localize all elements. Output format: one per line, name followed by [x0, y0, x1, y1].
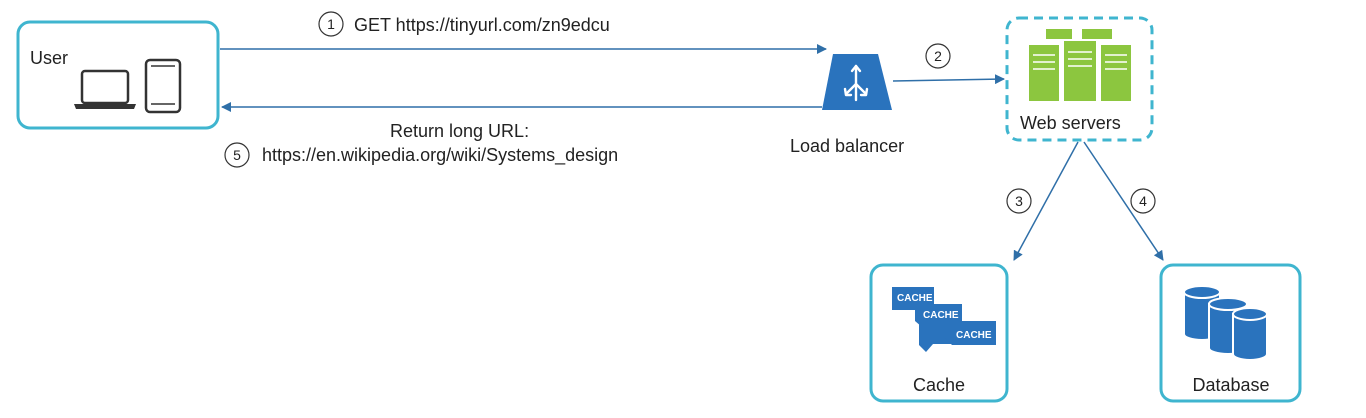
- load-balancer-label: Load balancer: [790, 136, 904, 156]
- step-5-number: 5: [233, 147, 241, 163]
- web-servers-node: Web servers: [1005, 16, 1154, 142]
- phone-icon: [144, 58, 182, 114]
- database-node: Database: [1159, 263, 1302, 403]
- step-1-marker: 1: [318, 11, 344, 37]
- arrow-step-3: [1013, 141, 1079, 261]
- step-5-text-line2: https://en.wikipedia.org/wiki/Systems_de…: [262, 145, 618, 166]
- database-label: Database: [1192, 375, 1269, 395]
- step-1-number: 1: [327, 16, 335, 32]
- step-2-marker: 2: [925, 43, 951, 69]
- step-3-marker: 3: [1006, 188, 1032, 214]
- step-1-text: GET https://tinyurl.com/zn9edcu: [354, 15, 610, 35]
- server-rack-icon: [1029, 29, 1131, 101]
- cache-stack-label-2: CACHE: [923, 310, 959, 321]
- step-4-marker: 4: [1130, 188, 1156, 214]
- user-node: User: [16, 20, 220, 130]
- cache-node: CACHE CACHE CACHE Cache: [869, 263, 1009, 403]
- load-balancer-node: Load balancer: [790, 54, 904, 156]
- cache-icon: CACHE CACHE CACHE: [892, 287, 996, 352]
- cache-stack-label-3: CACHE: [956, 330, 992, 341]
- step-3-number: 3: [1015, 193, 1023, 209]
- arrow-step-4: [1083, 141, 1164, 261]
- web-servers-label: Web servers: [1020, 113, 1121, 133]
- user-label: User: [30, 48, 68, 68]
- step-5-marker: 5: [224, 142, 250, 168]
- step-5-text-line1: Return long URL:: [390, 121, 529, 141]
- step-2-number: 2: [934, 48, 942, 64]
- cache-label: Cache: [913, 375, 965, 395]
- database-icon: [1183, 285, 1268, 361]
- cache-stack-label-1: CACHE: [897, 293, 933, 304]
- laptop-icon: [74, 69, 136, 109]
- step-4-number: 4: [1139, 193, 1147, 209]
- arrow-step-2: [892, 74, 1005, 85]
